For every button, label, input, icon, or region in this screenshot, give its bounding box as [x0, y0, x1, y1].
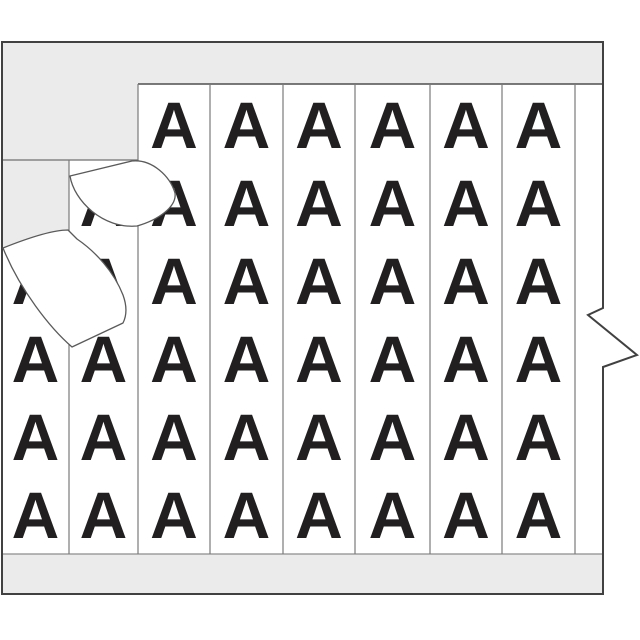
liner-bottom-band: [3, 554, 602, 593]
marker-letter: A: [223, 88, 271, 162]
marker-letter: A: [150, 244, 198, 318]
marker-letter: A: [442, 88, 490, 162]
marker-letter: A: [223, 244, 271, 318]
marker-letter: A: [295, 322, 343, 396]
marker-letter: A: [442, 400, 490, 474]
marker-letter: A: [295, 166, 343, 240]
peeled-label-lower: [2, 229, 127, 348]
marker-letter: A: [150, 400, 198, 474]
marker-letter: A: [295, 244, 343, 318]
marker-letter: A: [369, 400, 417, 474]
marker-letter: A: [515, 244, 563, 318]
marker-letter: A: [369, 244, 417, 318]
marker-letter: A: [223, 400, 271, 474]
marker-letter: A: [150, 478, 198, 552]
marker-letter: A: [295, 400, 343, 474]
marker-letter: A: [12, 322, 60, 396]
marker-letter: A: [369, 88, 417, 162]
marker-letter: A: [442, 478, 490, 552]
marker-letter: A: [80, 478, 128, 552]
marker-letter: A: [442, 322, 490, 396]
marker-letter: A: [442, 244, 490, 318]
marker-letter: A: [223, 166, 271, 240]
marker-letter: A: [515, 478, 563, 552]
marker-letter: A: [369, 166, 417, 240]
marker-letter: A: [295, 478, 343, 552]
letter-grid: AAAAAAAAAAAAAAAAAAAAAAAAAAAAAAAAAAAAAAAA…: [12, 88, 563, 552]
peeled-label-upper: [69, 160, 176, 227]
marker-letter: A: [223, 478, 271, 552]
marker-letter: A: [150, 322, 198, 396]
marker-letter: A: [12, 478, 60, 552]
marker-letter: A: [515, 88, 563, 162]
marker-letter: A: [442, 166, 490, 240]
marker-letter: A: [150, 88, 198, 162]
marker-letter: A: [515, 322, 563, 396]
marker-letter: A: [12, 400, 60, 474]
marker-letter: A: [369, 322, 417, 396]
marker-letter: A: [369, 478, 417, 552]
marker-letter: A: [515, 166, 563, 240]
marker-letter: A: [223, 322, 271, 396]
marker-letter: A: [295, 88, 343, 162]
marker-letter: A: [80, 400, 128, 474]
marker-letter: A: [515, 400, 563, 474]
